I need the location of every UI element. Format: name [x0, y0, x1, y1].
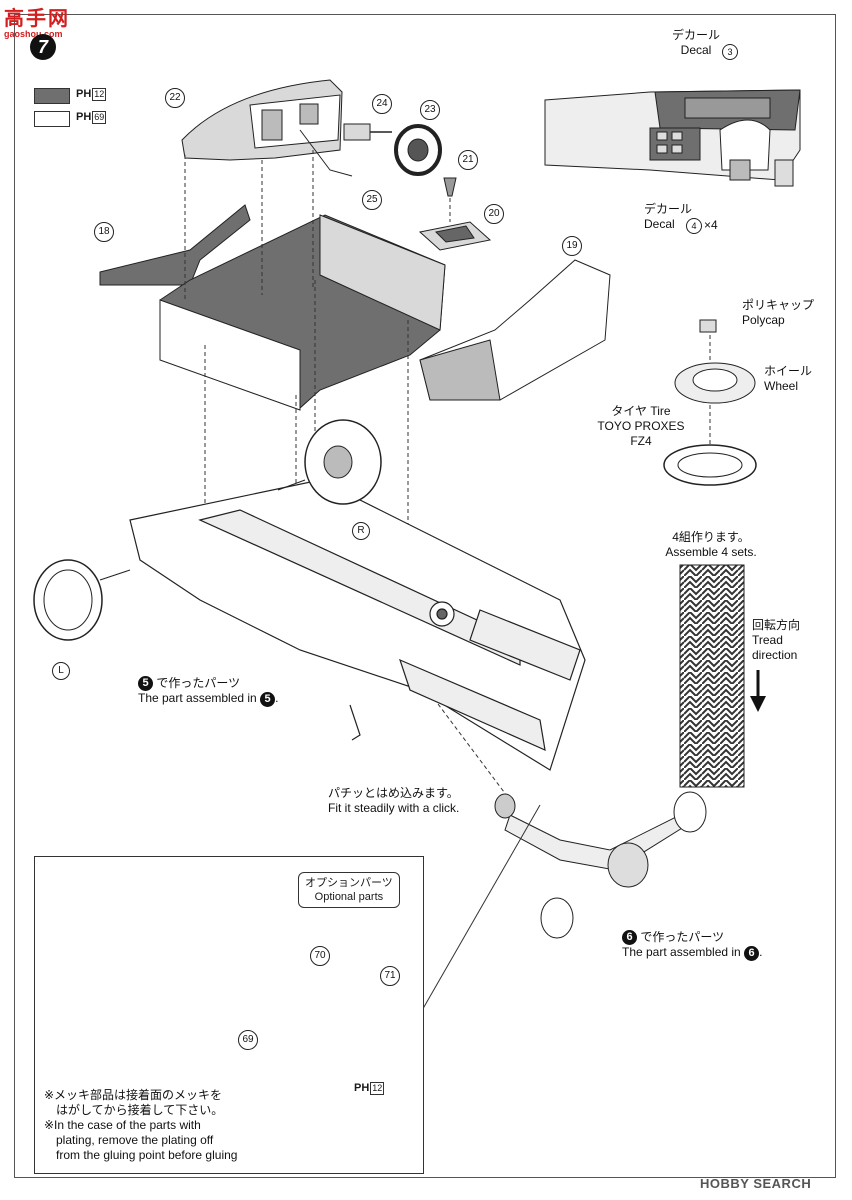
legend-swatch-white	[34, 111, 70, 127]
chassis-frame-part	[129, 479, 586, 771]
tire-label: タイヤ Tire TOYO PROXES FZ4	[597, 404, 685, 448]
part-number-71: 71	[380, 966, 400, 986]
rear-axle-part	[494, 791, 707, 939]
dashboard-part	[181, 79, 343, 161]
part-number-25: 25	[362, 190, 382, 210]
polycap-label: ポリキャップ Polycap	[742, 298, 815, 327]
instruction-frame	[14, 14, 836, 1178]
decal-top-number: 3	[722, 44, 738, 60]
part-number-22: 22	[165, 88, 185, 108]
tread-direction-arrow	[750, 670, 766, 712]
side-panel-part	[99, 204, 251, 286]
tread-direction-label: 回転方向 Tread direction	[752, 618, 801, 662]
wheel-l-arrow	[99, 569, 131, 581]
part-number-23: 23	[420, 100, 440, 120]
steering-wheel-part	[394, 124, 442, 176]
optional-parts-inset	[34, 856, 424, 1174]
decal-bottom-label: デカール Decal	[644, 202, 693, 231]
tread-pattern	[679, 564, 745, 788]
front-wheel-left	[33, 559, 103, 641]
assemble-sets-label: 4組作ります。 Assemble 4 sets.	[665, 530, 757, 559]
part-number-20: 20	[484, 204, 504, 224]
part-number-19: 19	[562, 236, 582, 256]
part-number-18: 18	[94, 222, 114, 242]
dashboard-decal-view	[544, 89, 801, 187]
pedal-wire-part	[299, 129, 353, 177]
click-note-label: パチッとはめ込みます。 Fit it steadily with a click…	[328, 786, 460, 815]
site-logo: 高手网 gaoshou.com	[4, 8, 70, 39]
console-part	[418, 221, 492, 251]
rear-seat-part	[419, 259, 611, 401]
optional-parts-box: オプションパーツ Optional parts	[298, 872, 400, 908]
wheel-part	[674, 362, 756, 404]
from-step5-label: 5 で作ったパーツ The part assembled in 5.	[138, 676, 279, 707]
hobby-search-watermark: HOBBY SEARCH	[700, 1176, 812, 1191]
wheel-label-r: R	[352, 522, 370, 540]
legend-swatch-gray	[34, 88, 70, 104]
steering-column-part	[343, 123, 392, 141]
part-number-69: 69	[238, 1030, 258, 1050]
decal-top-label: デカール Decal	[672, 28, 721, 57]
shift-knob-part	[443, 177, 457, 197]
part-number-21: 21	[458, 150, 478, 170]
wheel-r-arrow	[277, 479, 306, 491]
interior-tub-part	[159, 214, 446, 411]
part-number-70: 70	[310, 946, 330, 966]
inset-leader-line	[404, 804, 541, 1041]
polycap-part	[699, 319, 717, 333]
decal-bottom-number: 4	[686, 218, 702, 234]
part-number-24: 24	[372, 94, 392, 114]
rear-wheel-right	[304, 419, 382, 505]
wheel-label-l: L	[52, 662, 70, 680]
step-number-badge: 7	[30, 34, 56, 60]
decal-bottom-qty: ×4	[704, 218, 718, 232]
tire-part	[663, 444, 757, 486]
wheel-label: ホイール Wheel	[764, 364, 813, 393]
plating-note: ※メッキ部品は接着面のメッキを はがしてから接着して下さい。 ※In the c…	[44, 1088, 238, 1162]
from-step6-label: 6 で作ったパーツ The part assembled in 6.	[622, 930, 763, 961]
